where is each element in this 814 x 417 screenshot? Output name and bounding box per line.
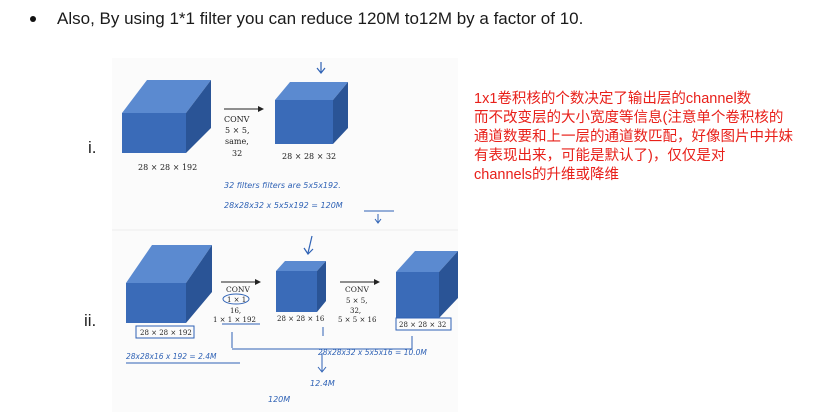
note-line: channels的升维或降维	[474, 167, 620, 183]
conv-line-i-2: same,	[225, 137, 249, 146]
conv-arrow-i	[224, 106, 264, 112]
annotation-note: 1x1卷积核的个数决定了输出层的channel数 而不改变层的大小宽度等信息(注…	[474, 90, 804, 185]
conv2-title-ii: CONV	[345, 285, 369, 294]
conv2-arrow-ii	[340, 279, 380, 285]
hand-arrow-top-ii	[303, 235, 314, 255]
conv2-line-ii-2: 32,	[350, 307, 361, 315]
label-ii: ii.	[84, 311, 97, 330]
output-dims-ii: 28 × 28 × 32	[399, 321, 446, 329]
conv1-line-ii-2: 16,	[230, 307, 241, 315]
hand-calc-ii-2: 28x28x32 x 5x5x16 = 10.0M	[318, 348, 427, 357]
hand-sum-ii: 12.4M	[310, 379, 335, 388]
figure-svg: 28 × 28 × 192 CONV 5 × 5, same, 32 28 × …	[112, 58, 458, 412]
conv2-line-ii-3: 5 × 5 × 16	[338, 316, 377, 324]
input-dims-ii: 28 × 28 × 192	[140, 329, 192, 337]
hand-arrow-under-120m	[374, 214, 382, 224]
conv2-line-ii-1: 5 × 5,	[346, 297, 367, 305]
label-i: i.	[88, 138, 97, 157]
convolution-figure: 28 × 28 × 192 CONV 5 × 5, same, 32 28 × …	[112, 58, 458, 412]
bullet-point: Also, By using 1*1 filter you can reduce…	[30, 9, 583, 29]
conv1-title-ii: CONV	[226, 285, 250, 294]
input-dims-i: 28 × 28 × 192	[138, 163, 197, 172]
hand-note-filters: 32 filters filters are 5x5x192.	[224, 181, 341, 190]
bullet-text: Also, By using 1*1 filter you can reduce…	[57, 9, 584, 28]
hand-calc-ii-1: 28x28x16 x 192 = 2.4M	[126, 352, 217, 361]
note-line: 有表现出来，可能是默认了)，仅仅是对	[474, 148, 726, 164]
hand-arrow-top-i	[316, 62, 326, 74]
conv-line-i-3: 32	[232, 149, 242, 158]
mid-dims-ii: 28 × 28 × 16	[277, 315, 325, 323]
note-line: 而不改变层的大小宽度等信息(注意单个卷积核的	[474, 110, 784, 126]
conv1-line-ii-3: 1 × 1 × 192	[213, 316, 256, 324]
hand-compare-ii: 120M	[268, 395, 290, 404]
cube-output-i	[275, 82, 348, 144]
note-line: 通道数要和上一层的通道数匹配，好像图片中并妹	[474, 129, 793, 145]
conv1-line-ii-1: 1 × 1	[227, 296, 246, 304]
hand-bracket-ii	[231, 327, 413, 373]
cube-output-ii	[396, 251, 458, 318]
conv1-arrow-ii	[221, 279, 261, 285]
output-dims-i: 28 × 28 × 32	[282, 152, 336, 161]
hand-calc-i: 28x28x32 x 5x5x192 = 120M	[224, 201, 343, 210]
cube-mid-ii	[276, 261, 326, 312]
note-line: 1x1卷积核的个数决定了输出层的channel数	[474, 91, 752, 107]
conv-line-i-1: 5 × 5,	[225, 126, 250, 135]
cube-input-ii	[126, 245, 212, 323]
cube-input-i	[122, 80, 211, 153]
bullet-dot	[30, 16, 36, 22]
conv-title-i: CONV	[224, 115, 250, 124]
